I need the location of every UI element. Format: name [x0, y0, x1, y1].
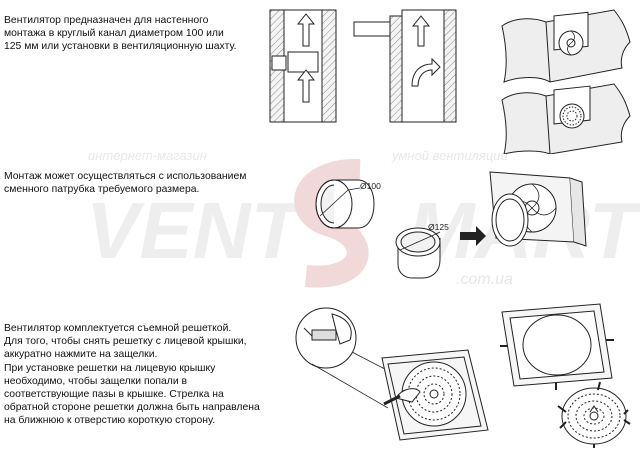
shaft-duct-diagram — [353, 9, 457, 123]
text-line: сменного патрубка требуемого размера. — [4, 184, 200, 196]
text-line: обратной стороне решетки должна быть нап… — [4, 402, 260, 414]
airflow-arrow-icon — [296, 13, 316, 47]
pressure-arrow-icon — [460, 226, 486, 246]
text-line: на ближнюю к отверстию короткую сторону. — [4, 415, 216, 427]
wall-duct-diagram — [269, 9, 337, 123]
text-line: аккуратно нажмите на защелки. — [4, 349, 158, 361]
description-spigot: Монтаж может осуществляться с использова… — [4, 170, 274, 196]
front-cover-grille — [381, 349, 489, 441]
spigot-100: Ø100 — [315, 179, 381, 229]
svg-text:.com.ua: .com.ua — [456, 271, 513, 288]
diameter-100-label: Ø100 — [360, 181, 381, 191]
fan-with-spigot — [460, 171, 587, 247]
text-line: Для того, чтобы снять решетку с лицевой … — [4, 336, 247, 348]
spigot-diagram: Ø100 Ø125 — [315, 171, 587, 279]
cover-frame — [500, 303, 614, 390]
duct-installation-diagram — [269, 9, 457, 123]
description-wall-mounting: Вентилятор предназначен для настенного м… — [4, 14, 272, 54]
svg-text:умной вентиляции: умной вентиляции — [391, 148, 508, 163]
removable-grille — [557, 381, 631, 448]
spigot-125: Ø125 — [395, 222, 449, 279]
diameter-125-label: Ø125 — [428, 222, 449, 232]
wall-mounted-fan-views — [501, 9, 631, 154]
grille-orientation-diagram — [500, 303, 631, 448]
text-line: Вентилятор предназначен для настенного — [4, 15, 209, 26]
text-line: 125 мм или установки в вентиляционную ша… — [4, 41, 237, 53]
grille-removal-diagram — [295, 307, 489, 441]
text-line: Вентилятор комплектуется съемной решетко… — [4, 323, 232, 334]
fan-wall-view-grille — [501, 83, 631, 154]
text-line: При установке решетки на лицевую крышку — [4, 362, 216, 374]
text-line: Монтаж может осуществляться с использова… — [4, 171, 247, 182]
text-line: соответствующие пазы в крышке. Стрелка н… — [4, 389, 224, 401]
text-line: монтажа в круглый канал диаметром 100 ил… — [4, 28, 224, 40]
svg-text:VENT: VENT — [86, 186, 305, 275]
fan-wall-view-square — [501, 9, 631, 83]
svg-text:интернет-магазин: интернет-магазин — [88, 148, 207, 163]
detail-callout — [295, 307, 411, 409]
text-line: необходимо, чтобы защелки попали в — [4, 375, 188, 387]
description-grille: Вентилятор комплектуется съемной решетко… — [4, 322, 286, 428]
